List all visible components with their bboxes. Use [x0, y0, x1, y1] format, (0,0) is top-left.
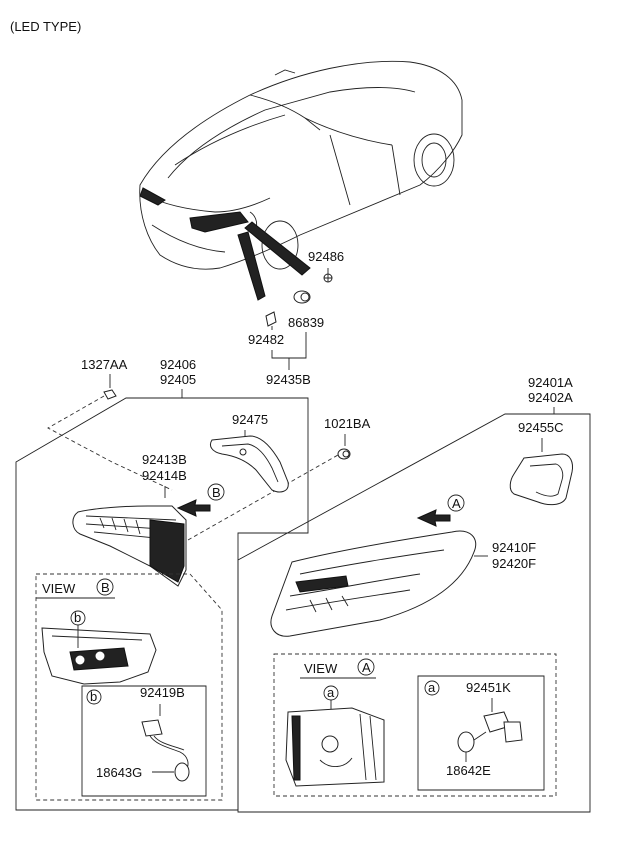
view-b-letter: B: [101, 580, 110, 595]
callout-b-sub: b: [90, 689, 97, 704]
label-92486: 92486: [308, 249, 344, 264]
tail-lamp-icon: [270, 530, 477, 637]
arrow-b-indicator: B: [176, 483, 225, 517]
nut-icon: [103, 389, 117, 400]
gasket-icon: [209, 435, 289, 493]
callout-b-top: b: [74, 610, 81, 625]
lamp-back-view-a: [285, 707, 385, 787]
label-92402A: 92402A: [528, 390, 573, 405]
label-92420F: 92420F: [492, 556, 536, 571]
label-92419B: 92419B: [140, 685, 185, 700]
label-92482: 92482: [248, 332, 284, 347]
label-92451K: 92451K: [466, 680, 511, 695]
label-92401A: 92401A: [528, 375, 573, 390]
label-92406: 92406: [160, 357, 196, 372]
label-92414B: 92414B: [142, 468, 187, 483]
label-86839: 86839: [288, 315, 324, 330]
arrow-a-letter: A: [452, 496, 461, 511]
nut-icon: [337, 448, 351, 460]
screw-icon: [323, 273, 333, 283]
bulb-socket-icon: [141, 719, 190, 782]
label-92455C: 92455C: [518, 420, 564, 435]
callout-a-sub: a: [428, 680, 436, 695]
gasket-icon: [509, 453, 573, 506]
clip-icon: [265, 311, 277, 327]
arrow-a-indicator: A: [416, 494, 465, 527]
view-b-label: VIEW: [42, 581, 76, 596]
view-a-letter: A: [362, 660, 371, 675]
label-18643G: 18643G: [96, 765, 142, 780]
nut-icon: [293, 290, 311, 304]
view-a-label: VIEW: [304, 661, 338, 676]
label-1021BA: 1021BA: [324, 416, 371, 431]
label-92410F: 92410F: [492, 540, 536, 555]
diagram-title: (LED TYPE): [10, 19, 81, 34]
label-92413B: 92413B: [142, 452, 187, 467]
callout-a-top: a: [327, 685, 335, 700]
label-92435B: 92435B: [266, 372, 311, 387]
label-92475: 92475: [232, 412, 268, 427]
label-18642E: 18642E: [446, 763, 491, 778]
bulb-socket-icon: [457, 711, 523, 753]
label-1327AA: 1327AA: [81, 357, 128, 372]
car-rear-icon: [139, 60, 463, 301]
tail-lamp-icon: [72, 505, 187, 587]
lamp-back-view-b: [41, 627, 157, 685]
arrow-b-letter: B: [212, 485, 221, 500]
label-92405: 92405: [160, 372, 196, 387]
